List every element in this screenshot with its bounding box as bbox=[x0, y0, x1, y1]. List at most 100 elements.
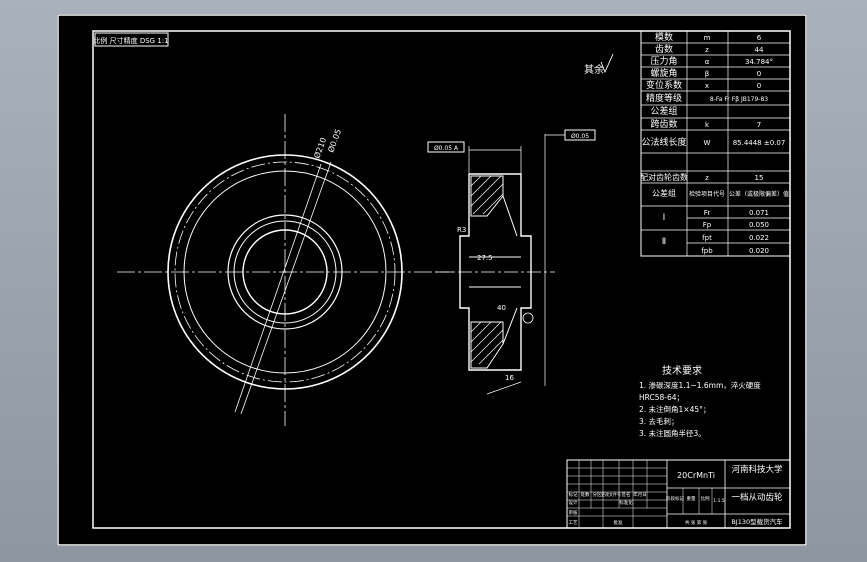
dim-text-275: 27.5 bbox=[477, 254, 493, 262]
param-name-pressure-angle: 压力角 bbox=[650, 55, 677, 67]
root-circle bbox=[183, 170, 387, 374]
outer-frame bbox=[57, 14, 807, 546]
drawing-sheet: 比例 尺寸精度 DSG 1:1 Ø210 Ø0.05 bbox=[57, 14, 807, 546]
datum-label-left: Ø0.05 A bbox=[434, 145, 459, 152]
group2-value-1: 0.022 bbox=[749, 234, 769, 242]
param-value-module: 6 bbox=[757, 34, 762, 42]
section-outline bbox=[459, 173, 532, 371]
tech-req-item-5: 3. 未注圆角半径3。 bbox=[639, 428, 706, 438]
group1-code-2: Fp bbox=[703, 221, 712, 229]
param-symbol-helix: β bbox=[705, 70, 709, 78]
param-value-w: 85.4448 ±0.07 bbox=[733, 139, 786, 147]
param-name-teeth: 齿数 bbox=[655, 43, 673, 55]
param-symbol-k: k bbox=[705, 121, 710, 129]
title-material: 20CrMnTi bbox=[677, 471, 715, 480]
dim-label-a: Ø210 bbox=[311, 136, 328, 160]
tb-label-weight: 重量 bbox=[687, 495, 696, 502]
param-value-teeth: 44 bbox=[755, 46, 764, 54]
title-school: 河南科技大学 bbox=[731, 464, 783, 475]
param-symbol-pressure-angle: α bbox=[705, 58, 710, 66]
title-scale: 1:1.5 bbox=[713, 498, 725, 504]
tb-label-sign: 签名 bbox=[622, 491, 631, 498]
inner-frame bbox=[92, 30, 791, 529]
param-value-k: 7 bbox=[757, 121, 761, 129]
hatch-lines bbox=[470, 175, 504, 365]
param-value-pressure-angle: 34.784° bbox=[745, 58, 773, 66]
dimension-leader-1 bbox=[234, 163, 322, 413]
tb-label-mark: 标记 bbox=[569, 491, 578, 498]
param-name-wlength: 公法线长度 bbox=[641, 136, 686, 148]
tb-label-count: 处数 bbox=[581, 491, 590, 498]
param-value-shift: 0 bbox=[757, 82, 761, 90]
dim-label-b: Ø0.05 bbox=[325, 128, 343, 154]
tech-req-title: 技术要求 bbox=[662, 364, 702, 377]
param-symbol-shift: x bbox=[705, 82, 709, 90]
pitch-circle bbox=[174, 161, 396, 383]
section-view: Ø0.05 A Ø0.05 R3 27.5 40 16 bbox=[427, 129, 596, 395]
param-symbol-w: W bbox=[704, 139, 711, 147]
group-header-3: 公差（或极限偏差）值 bbox=[729, 190, 789, 198]
tech-requirements: 技术要求 1. 渗碳深度1.1~1.6mm，淬火硬度 HRC58-64； 2. … bbox=[639, 364, 761, 438]
dim-text-40: 40 bbox=[497, 304, 506, 312]
title-part-name: 一档从动齿轮 bbox=[731, 492, 783, 503]
tech-req-item-1: 1. 渗碳深度1.1~1.6mm，淬火硬度 bbox=[639, 380, 761, 390]
dim-text-16: 16 bbox=[505, 374, 514, 382]
param-name-shift: 变位系数 bbox=[646, 79, 682, 91]
group-header-2: 检验项目代号 bbox=[689, 190, 725, 198]
upper-rim-section bbox=[470, 175, 504, 217]
tb-label-scale: 比例 bbox=[701, 495, 710, 502]
tech-req-item-3: 2. 未注倒角1×45°； bbox=[639, 404, 710, 414]
param-table-frame bbox=[640, 30, 791, 257]
tip-circle bbox=[167, 154, 403, 390]
lower-rim-section bbox=[470, 321, 504, 369]
dimension-leader-2 bbox=[240, 161, 332, 415]
hub-circle-inner bbox=[233, 220, 337, 324]
web-line-upper bbox=[502, 195, 518, 237]
datum-frame-left bbox=[427, 141, 465, 153]
param-name-tolerance-group: 公差组 bbox=[650, 105, 677, 117]
roughness-symbol bbox=[600, 53, 614, 74]
bore-circle bbox=[242, 229, 328, 315]
corner-label-box bbox=[94, 32, 169, 47]
tb-label-zone: 分区 bbox=[593, 491, 602, 498]
param-symbol-module: m bbox=[704, 34, 711, 42]
tech-req-item-4: 3. 去毛刺； bbox=[639, 416, 679, 426]
param-name-helix: 螺旋角 bbox=[650, 67, 677, 79]
tech-req-item-2: HRC58-64； bbox=[639, 393, 684, 402]
rest-note: 其余 bbox=[584, 63, 604, 76]
datum-label-right: Ø0.05 bbox=[571, 133, 589, 140]
title-project: BJ130型载货汽车 bbox=[731, 517, 783, 526]
group-label-2: Ⅱ bbox=[662, 237, 666, 247]
tb-label-change: 更改文件号 bbox=[601, 491, 621, 497]
tb-label-standard: 标准化 bbox=[619, 499, 633, 506]
param-value-helix: 0 bbox=[757, 70, 761, 78]
dim-text-r: R3 bbox=[457, 226, 466, 234]
tb-label-sheets: 共 张 第 张 bbox=[685, 519, 708, 526]
title-block: 20CrMnTi 河南科技大学 一档从动齿轮 BJ130型载货汽车 1:1.5 … bbox=[566, 459, 791, 529]
group1-code-1: Fr bbox=[704, 209, 711, 217]
group2-code-2: fpb bbox=[701, 247, 713, 255]
front-view: Ø210 Ø0.05 bbox=[117, 114, 453, 426]
web-line-lower bbox=[502, 307, 518, 345]
group-header-1: 公差组 bbox=[652, 188, 676, 198]
tb-label-stage: 阶段标记 bbox=[666, 495, 684, 502]
tb-label-design: 设计 bbox=[569, 499, 578, 506]
tb-label-review: 审核 bbox=[569, 509, 578, 516]
param-value-mating: 15 bbox=[755, 174, 764, 182]
group1-value-2: 0.050 bbox=[749, 221, 769, 229]
hub-circle-outer bbox=[227, 214, 343, 330]
param-symbol-mating: z bbox=[705, 174, 709, 182]
param-name-mating: 配对齿轮齿数 bbox=[640, 172, 688, 182]
param-name-accuracy: 精度等级 bbox=[646, 92, 682, 104]
corner-label: 比例 尺寸精度 DSG 1:1 bbox=[93, 36, 168, 45]
tb-label-approve: 批准 bbox=[614, 519, 623, 526]
param-symbol-teeth: z bbox=[705, 46, 709, 54]
param-name-span: 跨齿数 bbox=[650, 118, 677, 130]
datum-a-circle bbox=[522, 312, 534, 324]
tb-label-process: 工艺 bbox=[569, 520, 578, 526]
param-value-accuracy: 8-Fa Fr Fβ JB179-83 bbox=[710, 96, 768, 103]
drawing-canvas: 比例 尺寸精度 DSG 1:1 Ø210 Ø0.05 bbox=[57, 14, 807, 546]
parameter-table: 模数 m 6 齿数 z 44 压力角 α 34.784° 螺旋角 β 0 变位系… bbox=[640, 30, 791, 257]
group2-code-1: fpt bbox=[702, 234, 712, 242]
